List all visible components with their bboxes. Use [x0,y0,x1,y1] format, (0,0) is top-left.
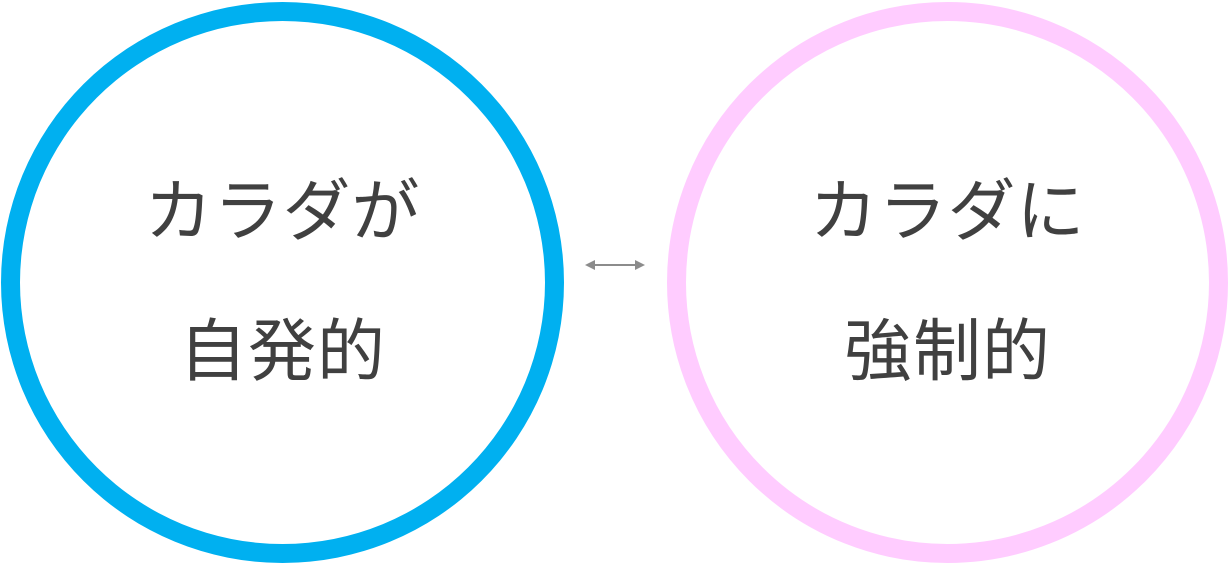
connector-right-arrowhead [635,260,645,270]
right-circle-line1: カラダに [809,172,1086,252]
forced-circle: カラダに 強制的 [667,2,1228,563]
right-circle-line2: 強制的 [843,312,1051,392]
left-circle-line2: 自発的 [178,312,386,392]
double-arrow-connector [585,260,645,270]
connector-left-arrowhead [585,260,595,270]
self-initiated-circle: カラダが 自発的 [1,2,564,563]
left-circle-line1: カラダが [144,172,421,252]
